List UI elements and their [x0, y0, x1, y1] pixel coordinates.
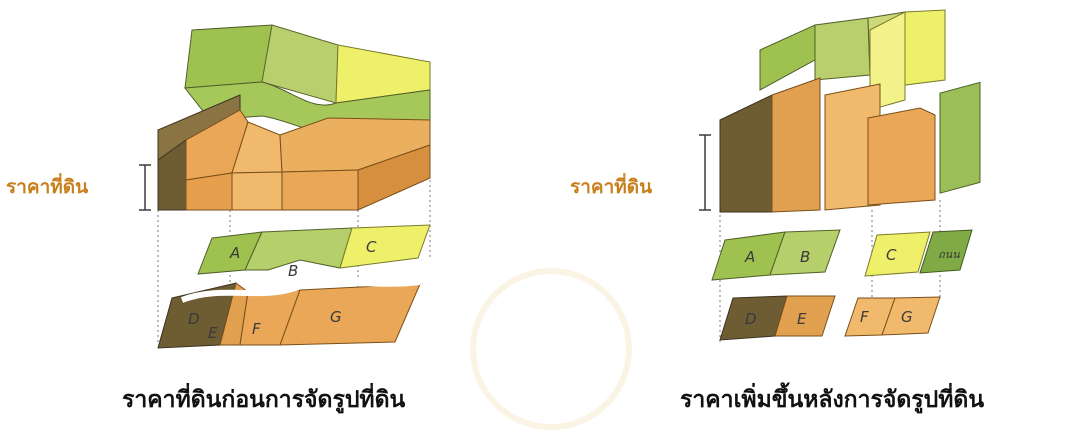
- left-parcel-label-b: B: [288, 262, 298, 280]
- left-parcel-c: [339, 224, 431, 269]
- left-parcel-g: [279, 283, 421, 346]
- right-price-bracket: [699, 134, 711, 211]
- left-price-bracket: [139, 164, 151, 211]
- right-block-g: [867, 107, 936, 206]
- right-price-label: ราคาที่ดิน: [570, 173, 652, 198]
- right-parcel-label-c: C: [886, 246, 897, 264]
- right-parcel-label-f: F: [860, 308, 869, 326]
- right-parcel-label-a: A: [744, 248, 755, 266]
- right-block-diagram: ราคาที่ดิน A B C ถนน D E F G: [570, 9, 981, 345]
- land-readjustment-diagram: ราคาที่ดิน A B C D E F G: [6, 9, 981, 349]
- right-parcel-b: [769, 229, 841, 276]
- left-parcel-label-g: G: [330, 308, 342, 326]
- right-parcel-label-d: D: [745, 310, 757, 328]
- right-parcel-label-g: G: [901, 308, 913, 326]
- right-block-f: [824, 83, 881, 211]
- left-orange-front-3: [281, 169, 359, 211]
- left-parcel-label-c: C: [366, 238, 377, 256]
- left-orange-front-2: [231, 171, 283, 211]
- right-parcel-g: [881, 296, 941, 336]
- right-parcel-c: [864, 231, 931, 277]
- right-road-hedge: [939, 81, 981, 194]
- right-caption: ราคาเพิ่มขึ้นหลังการจัดรูปที่ดิน: [680, 387, 985, 413]
- left-road-curve: [180, 279, 421, 303]
- right-block-e: [771, 77, 821, 213]
- right-parcel-e: [774, 295, 836, 337]
- left-parcel-b: [244, 227, 353, 271]
- right-parcel-label-road: ถนน: [938, 248, 960, 261]
- right-back-green-1: [759, 24, 816, 91]
- left-slab-green-back: [184, 24, 273, 89]
- left-parcel-label-e: E: [208, 324, 218, 342]
- left-orange-side: [357, 144, 431, 211]
- right-parcel-road: [919, 229, 973, 274]
- left-caption: ราคาที่ดินก่อนการจัดรูปที่ดิน: [122, 387, 406, 413]
- left-parcel-label-f: F: [252, 320, 261, 338]
- right-back-yellow-front: [904, 9, 946, 86]
- right-block-d: [719, 94, 773, 213]
- left-price-label: ราคาที่ดิน: [6, 173, 88, 198]
- left-block-diagram: ราคาที่ดิน A B C D E F G: [6, 24, 431, 349]
- right-parcel-label-b: B: [800, 248, 810, 266]
- right-parcel-label-e: E: [797, 310, 807, 328]
- right-back-green-2: [814, 17, 871, 81]
- page: ราคาที่ดิน A B C D E F G: [6, 9, 985, 430]
- left-orange-front-1: [185, 172, 233, 211]
- left-parcel-label-a: A: [229, 244, 240, 262]
- left-parcel-label-d: D: [188, 310, 200, 328]
